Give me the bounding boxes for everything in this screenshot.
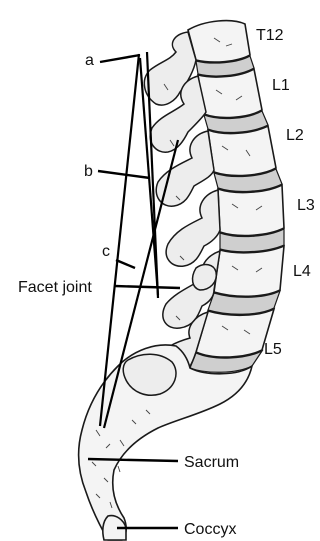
label-a: a xyxy=(85,52,94,69)
leader-facet-joint xyxy=(115,286,180,288)
label-sacrum: Sacrum xyxy=(184,454,239,471)
label-l3: L3 xyxy=(297,197,315,214)
leader-c xyxy=(116,260,135,268)
vertebra-l3 xyxy=(218,185,284,235)
label-facet-joint: Facet joint xyxy=(18,279,92,296)
label-l4: L4 xyxy=(293,263,311,280)
label-coccyx: Coccyx xyxy=(184,521,236,538)
label-l1: L1 xyxy=(272,77,290,94)
vertebra-l5 xyxy=(196,309,274,357)
leader-b xyxy=(98,171,150,178)
vertebra-l4 xyxy=(214,246,284,296)
label-l2: L2 xyxy=(286,127,304,144)
vertebra-l2 xyxy=(208,126,276,175)
leader-a xyxy=(100,55,140,62)
vertebra-l1 xyxy=(198,69,262,117)
label-c: c xyxy=(102,243,110,260)
label-l5: L5 xyxy=(264,341,282,358)
label-b: b xyxy=(84,163,93,180)
label-t12: T12 xyxy=(256,27,284,44)
